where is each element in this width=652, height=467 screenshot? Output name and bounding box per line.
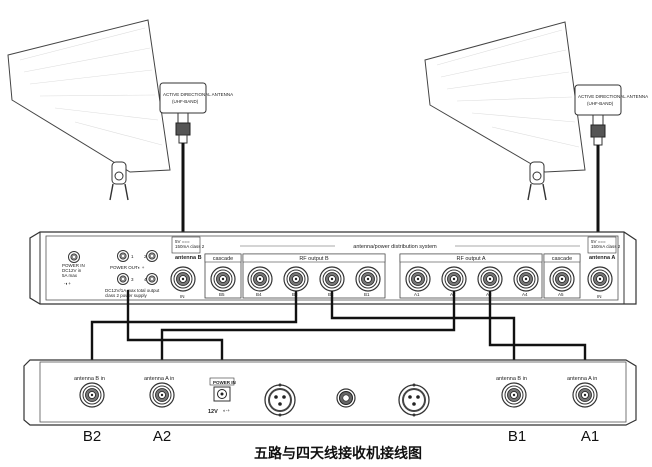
power-out-port-2[interactable] bbox=[146, 250, 158, 262]
bottom-label-b1: B1 bbox=[508, 428, 526, 445]
receiver-left-antenna-a-label: antenna A in bbox=[144, 376, 174, 382]
receiver-xlr-right[interactable] bbox=[398, 382, 430, 418]
port-a1[interactable] bbox=[405, 266, 431, 292]
port-a5-label: A5 bbox=[558, 292, 564, 297]
receiver-right-antenna-a-label: antenna A in bbox=[567, 376, 597, 382]
port-b2[interactable] bbox=[319, 266, 345, 292]
receiver-left-antenna-b-label: antenna B in bbox=[74, 376, 105, 382]
receiver-voltage-label: 12V bbox=[208, 409, 218, 415]
receiver-left-antenna-b-port[interactable] bbox=[79, 382, 105, 408]
antenna-b-spec-2: 150mA class 2 bbox=[175, 244, 205, 249]
port-b1[interactable] bbox=[355, 266, 381, 292]
receiver-left-antenna-a-port[interactable] bbox=[149, 382, 175, 408]
receiver-right-antenna-b-label: antenna B in bbox=[496, 376, 527, 382]
bottom-label-a2: A2 bbox=[153, 428, 171, 445]
receiver-headphone-jack[interactable] bbox=[336, 388, 356, 408]
power-in-label: POWER IN bbox=[62, 263, 85, 268]
antenna-b-label: antenna B bbox=[175, 255, 202, 261]
antenna-a-label: antenna A bbox=[589, 255, 615, 261]
power-out-port-1[interactable] bbox=[117, 250, 129, 262]
port-a2[interactable] bbox=[441, 266, 467, 292]
port-a5[interactable] bbox=[549, 266, 575, 292]
antenna-b-spec-1: 5V === bbox=[175, 239, 190, 244]
antenna-b-in-port[interactable] bbox=[170, 266, 196, 292]
bottom-label-b2: B2 bbox=[83, 428, 101, 445]
receiver-xlr-left[interactable] bbox=[264, 382, 296, 418]
receiver-polarity-icon: ◐-+ bbox=[223, 408, 230, 413]
cascade-b-header: cascade bbox=[213, 256, 234, 262]
power-in-spec: DC12V in bbox=[62, 268, 82, 273]
cable-b2 bbox=[330, 291, 516, 380]
antenna-left-connector bbox=[175, 112, 191, 144]
port-b4-label: B4 bbox=[256, 292, 262, 297]
antenna-right-label-1: ACTIVE DIRECTIONAL ANTENNA bbox=[578, 94, 648, 99]
power-out-port-3[interactable] bbox=[117, 273, 129, 285]
rf-output-b-header: RF output B bbox=[299, 256, 329, 262]
receiver-power-jack[interactable] bbox=[213, 386, 231, 402]
diagram-caption: 五路与四天线接收机接线图 bbox=[254, 445, 422, 462]
power-out-polarity-icon: - ◐ + bbox=[135, 265, 145, 270]
power-in-jack[interactable] bbox=[68, 251, 80, 263]
port-b1-label: B1 bbox=[364, 292, 370, 297]
receiver-unit: antenna B in antenna A in POWER IN 12V ◐… bbox=[23, 359, 637, 426]
antenna-left: ACTIVE DIRECTIONAL ANTENNA (UHF-BAND) bbox=[7, 19, 233, 201]
antenna-a-spec-2: 150mA class 2 bbox=[591, 244, 621, 249]
receiver-power-in-label: POWER IN bbox=[213, 380, 236, 385]
power-out-port-4-label: 4 bbox=[144, 277, 147, 282]
rf-output-a-header: RF output A bbox=[456, 256, 485, 262]
power-out-note-2: class 2 power supply bbox=[105, 293, 148, 298]
power-out-port-1-label: 1 bbox=[131, 254, 134, 259]
antenna-a-spec-1: 5V === bbox=[591, 239, 606, 244]
antenna-a-in-label: IN bbox=[597, 294, 602, 299]
bottom-label-a1: A1 bbox=[581, 428, 599, 445]
port-b5[interactable] bbox=[210, 266, 236, 292]
receiver-right-antenna-b-port[interactable] bbox=[501, 382, 527, 408]
antenna-b-in-label: IN bbox=[180, 294, 185, 299]
antenna-a-in-port[interactable] bbox=[587, 266, 613, 292]
cable-b3 bbox=[90, 291, 298, 380]
distributor-title: antenna/power distribution system bbox=[353, 244, 437, 250]
power-out-label: POWER OUT bbox=[110, 265, 138, 270]
power-out-port-2-label: 2 bbox=[144, 254, 147, 259]
antenna-right-connector bbox=[590, 114, 606, 146]
port-a1-label: A1 bbox=[414, 292, 420, 297]
power-out-port-4[interactable] bbox=[146, 273, 158, 285]
cable-a2 bbox=[160, 291, 456, 380]
port-b4[interactable] bbox=[247, 266, 273, 292]
antenna-left-label-1: ACTIVE DIRECTIONAL ANTENNA bbox=[163, 92, 233, 97]
power-out-port-3-label: 3 bbox=[131, 277, 134, 282]
antenna-left-mount bbox=[109, 161, 129, 201]
port-b5-label: B5 bbox=[219, 292, 225, 297]
cascade-a-header: cascade bbox=[552, 256, 573, 262]
port-a4-label: A4 bbox=[522, 292, 528, 297]
port-a3[interactable] bbox=[477, 266, 503, 292]
antenna-right-label-2: (UHF-BAND) bbox=[587, 101, 614, 106]
power-polarity-icon: -◐+ bbox=[64, 281, 71, 286]
receiver-right-antenna-a-port[interactable] bbox=[572, 382, 598, 408]
antenna-right: ACTIVE DIRECTIONAL ANTENNA (UHF-BAND) bbox=[424, 21, 648, 201]
power-out-note-1: DC12V/1A max total output bbox=[105, 288, 160, 293]
port-a4[interactable] bbox=[513, 266, 539, 292]
port-b3[interactable] bbox=[283, 266, 309, 292]
antenna-left-label-2: (UHF-BAND) bbox=[172, 99, 199, 104]
power-in-max: 5A max bbox=[62, 273, 78, 278]
antenna-right-mount bbox=[527, 161, 547, 201]
